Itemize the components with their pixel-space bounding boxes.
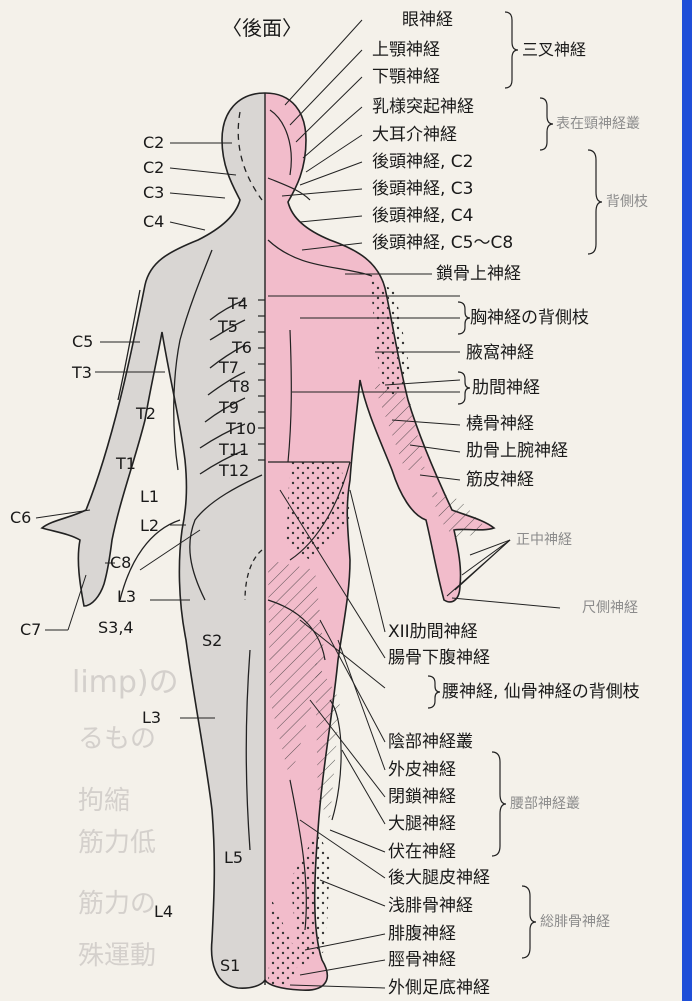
segment-label: C6 <box>10 509 31 527</box>
nerve-label: 閉鎖神経 <box>388 787 456 807</box>
segment-label: L3 <box>142 709 161 727</box>
figure-title: 〈後面〉 <box>222 12 302 41</box>
segment-label: L5 <box>224 849 243 867</box>
nerve-label: 眼神経 <box>402 10 453 30</box>
nerve-label: 鎖骨上神経 <box>436 264 521 284</box>
nerve-label: 肋間神経 <box>472 378 540 398</box>
segment-label: T4 <box>228 295 248 313</box>
group-label: 正中神経 <box>516 532 572 548</box>
nerve-label: 大耳介神経 <box>372 125 457 145</box>
segment-label: L4 <box>154 903 173 921</box>
nerve-label: 肋骨上腕神経 <box>466 441 568 461</box>
segment-label: L3 <box>117 588 136 606</box>
segment-label: C4 <box>143 213 164 231</box>
nerve-label: 大腿神経 <box>388 814 456 834</box>
nerve-label: 後大腿皮神経 <box>388 868 490 888</box>
segment-label: T7 <box>219 359 239 377</box>
nerve-label: 外皮神経 <box>388 760 456 780</box>
nerve-label: 後頭神経, C3 <box>372 179 474 199</box>
segment-label: L1 <box>140 488 159 506</box>
segment-label: C5 <box>72 333 93 351</box>
segment-label: T6 <box>232 339 252 357</box>
segment-label: T8 <box>230 378 250 396</box>
segment-label: C3 <box>143 184 164 202</box>
nerve-label: 腰神経, 仙骨神経の背側枝 <box>442 682 640 702</box>
nerve-label: 後頭神経, C2 <box>372 152 474 172</box>
segment-label: C8 <box>110 554 131 572</box>
segment-label: T9 <box>219 399 239 417</box>
segment-label: C2 <box>143 159 164 177</box>
nerve-label: 上顎神経 <box>372 40 440 60</box>
nerve-label: 腸骨下腹神経 <box>388 648 490 668</box>
nerve-label: 下顎神経 <box>372 67 440 87</box>
nerve-label: 陰部神経叢 <box>388 732 473 752</box>
group-label: 三叉神経 <box>522 42 586 58</box>
group-label: 背側枝 <box>606 194 648 210</box>
segment-label: T10 <box>226 420 256 438</box>
segment-label: L2 <box>140 517 159 535</box>
nerve-label: 橈骨神経 <box>466 414 534 434</box>
segment-label: S2 <box>202 632 222 650</box>
group-label: 尺側神経 <box>582 600 638 616</box>
segment-label: C7 <box>20 621 41 639</box>
segment-label: T1 <box>116 455 136 473</box>
segment-label: T5 <box>218 318 238 336</box>
segment-label: S1 <box>220 957 240 975</box>
nerve-label: 浅腓骨神経 <box>388 896 473 916</box>
segment-label: T3 <box>72 364 92 382</box>
nerve-label: 腋窩神経 <box>466 343 534 363</box>
segment-label: S3,4 <box>98 619 134 637</box>
segment-label: T12 <box>219 462 249 480</box>
group-label: 総腓骨神経 <box>540 914 610 930</box>
nerve-label: 後頭神経, C5〜C8 <box>372 233 513 253</box>
segment-label: T2 <box>136 405 156 423</box>
nerve-label: 伏在神経 <box>388 842 456 862</box>
segment-label: C2 <box>143 134 164 152</box>
nerve-label: XII肋間神経 <box>388 622 478 642</box>
nerve-label: 脛骨神経 <box>388 950 456 970</box>
nerve-label: 後頭神経, C4 <box>372 206 474 226</box>
nerve-label: 腓腹神経 <box>388 924 456 944</box>
segment-label: T11 <box>219 441 249 459</box>
nerve-label: 外側足底神経 <box>388 978 490 998</box>
blue-edge-strip <box>682 0 692 1001</box>
nerve-label: 乳様突起神経 <box>372 97 474 117</box>
group-label: 表在頸神経叢 <box>556 116 640 132</box>
nerve-label: 胸神経の背側枝 <box>470 308 589 328</box>
group-label: 腰部神経叢 <box>510 796 580 812</box>
nerve-label: 筋皮神経 <box>466 470 534 490</box>
